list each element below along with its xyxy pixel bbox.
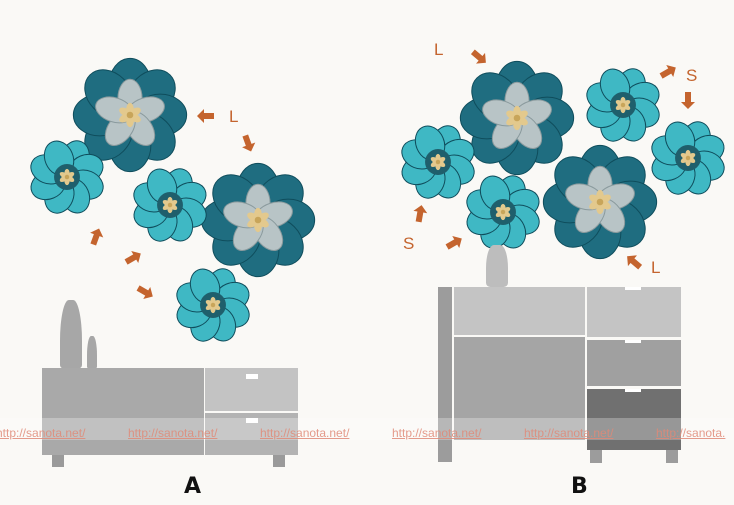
vase-small — [87, 336, 97, 368]
cabinet-b-top-drawer — [454, 287, 585, 335]
layout-caption-a: A — [184, 474, 202, 499]
metal-flower — [466, 175, 540, 249]
size-label: S — [403, 234, 415, 253]
cabinet-leg — [273, 455, 285, 467]
watermark-text: http://sanota.net/ — [128, 426, 218, 440]
arrow-icon — [136, 285, 153, 300]
cabinet-b-drawer-2 — [587, 340, 681, 386]
arrow-icon — [681, 92, 695, 109]
drawer-handle — [625, 287, 641, 290]
cabinet-b-drawer-1 — [587, 287, 681, 337]
watermark-band — [0, 418, 734, 440]
metal-flower — [651, 121, 725, 195]
drawer-handle — [246, 374, 258, 379]
sideboard-a — [42, 368, 204, 455]
arrow-icon — [470, 49, 486, 64]
watermark-text: http://sanota.net/ — [392, 426, 482, 440]
watermark-text: http://sanota.net/ — [260, 426, 350, 440]
drawer-handle — [625, 389, 641, 392]
cabinet-b-drawer-3 — [587, 389, 681, 450]
arrow-icon — [445, 235, 462, 250]
watermark-text: http://sanota.net/ — [0, 426, 86, 440]
arrow-icon — [659, 64, 676, 79]
metal-flower — [176, 268, 250, 342]
size-label: L — [434, 40, 444, 59]
cabinet-b-door — [454, 337, 585, 440]
metal-flower — [200, 162, 316, 278]
arrow-icon — [413, 205, 428, 223]
metal-flower — [133, 168, 207, 242]
size-label: L — [229, 107, 239, 126]
drawer-handle — [246, 418, 258, 423]
metal-flower — [586, 68, 660, 142]
arrow-icon — [627, 255, 643, 270]
vase-b — [486, 245, 508, 287]
size-label: S — [686, 66, 698, 85]
metal-flower — [401, 125, 475, 199]
vase-large — [60, 300, 82, 368]
metal-flower — [542, 144, 658, 260]
watermark-text: http://sanota.net/ — [524, 426, 614, 440]
arrow-icon — [90, 228, 104, 246]
watermark-text: http://sanota. — [656, 426, 726, 440]
metal-flower — [30, 140, 104, 214]
cabinet-b-side — [438, 287, 452, 462]
layout-caption-b: B — [571, 474, 588, 499]
cabinet-leg — [590, 450, 602, 463]
arrow-icon — [242, 134, 256, 152]
drawer-handle — [625, 340, 641, 343]
cabinet-leg — [666, 450, 678, 463]
arrow-icon — [124, 250, 141, 265]
cabinet-leg — [52, 455, 64, 467]
metal-flower — [72, 57, 188, 173]
arrow-icon — [197, 109, 214, 123]
metal-flower — [459, 60, 575, 176]
size-label: L — [651, 258, 661, 277]
